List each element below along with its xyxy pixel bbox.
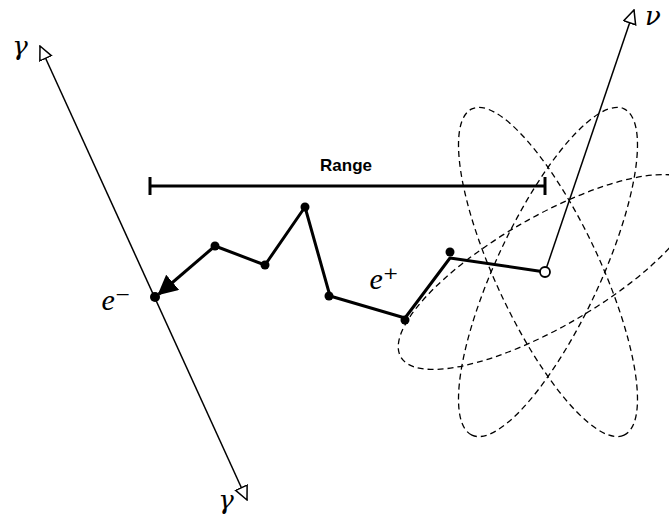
neutrino-label: ν [645,3,661,29]
neutrino-track [545,10,634,272]
gamma-label: γ [12,33,28,59]
orbit-ellipse [373,139,669,404]
scatter-dot [446,248,455,257]
scatter-dot [211,242,220,251]
range-bar [150,177,545,195]
scatter-dot [325,292,334,301]
scatter-dot [301,203,310,212]
gamma-ray-track [40,46,247,500]
range-line [150,185,545,188]
positron-arrow [159,246,215,294]
electron-label: e⁻ [101,285,130,315]
positron-label: e⁺ [369,264,398,294]
scatter-dot [261,261,270,270]
electron-dot [150,292,160,302]
range-tick [149,177,152,195]
gamma-label: γ [218,487,234,513]
atom-orbits [373,87,669,457]
scatter-dot [401,316,410,325]
nucleus-origin [540,267,550,277]
orbit-ellipse [425,87,669,457]
range-tick [544,177,547,195]
range-label: Range [320,157,372,174]
positron-track [215,207,545,318]
orbit-ellipse [425,87,669,457]
scatter-points [150,203,455,325]
